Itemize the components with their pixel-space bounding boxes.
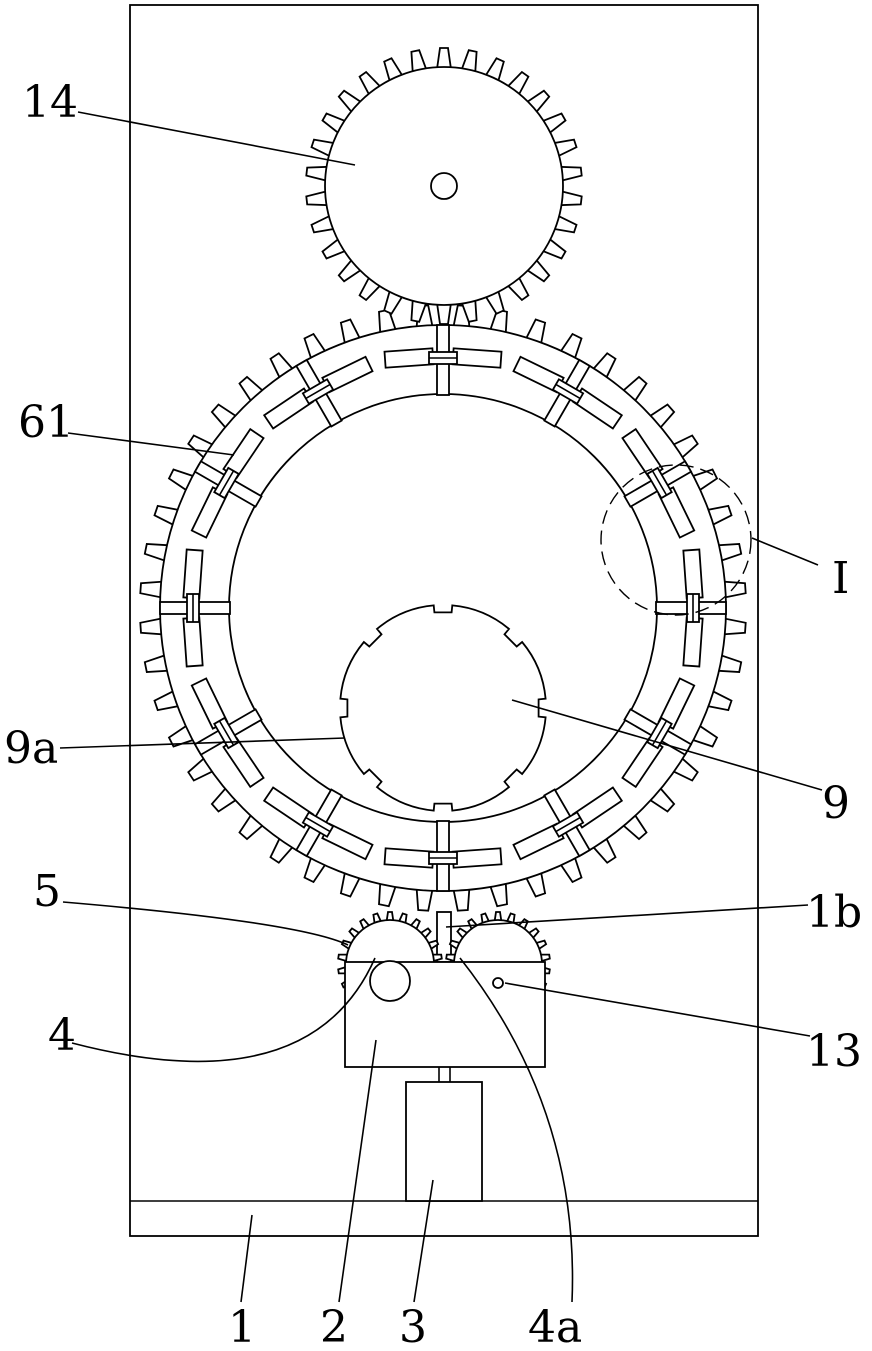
label-9a: 9a	[4, 723, 58, 774]
clamp-jaw	[453, 348, 502, 367]
label-9: 9	[822, 778, 850, 829]
label-I: I	[832, 553, 849, 604]
clamp-jaw	[183, 550, 202, 599]
clamp-jaw	[453, 848, 502, 867]
top-gear-tooth	[437, 48, 451, 69]
label-1: 1	[228, 1302, 256, 1351]
small-hole	[493, 978, 503, 988]
motor	[406, 1082, 482, 1201]
top-gear-tooth	[437, 303, 451, 324]
label-2: 2	[320, 1302, 348, 1351]
clamp-jaw	[385, 348, 434, 367]
label-5: 5	[33, 866, 61, 917]
label-61: 61	[18, 397, 74, 448]
label-14: 14	[22, 77, 78, 128]
top-gear-hub-hole	[431, 173, 457, 199]
label-4: 4	[48, 1010, 76, 1061]
label-3: 3	[399, 1302, 427, 1351]
label-4a: 4a	[528, 1302, 582, 1351]
drive-gear-shaft	[370, 961, 410, 1001]
clamp-jaw	[683, 618, 702, 667]
clamp-jaw	[385, 848, 434, 867]
label-13: 13	[806, 1026, 862, 1077]
clamp-jaw	[183, 618, 202, 667]
clamp-jaw	[683, 550, 702, 599]
label-1b: 1b	[806, 887, 862, 938]
